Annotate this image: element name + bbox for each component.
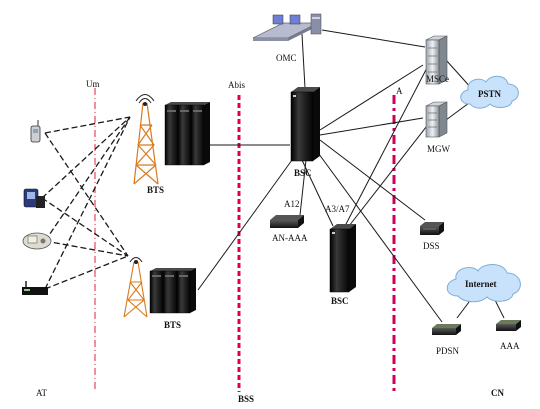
msce-label: MSCe	[426, 74, 450, 84]
an-aaa-label: AN-AAA	[272, 233, 308, 243]
aaa-router-icon	[496, 320, 521, 331]
bts-upper-cabinet-icon	[164, 102, 210, 166]
um-interface-label: Um	[86, 79, 100, 89]
a-interface-label: A	[396, 86, 403, 96]
internet-cloud-icon	[446, 264, 521, 303]
radio-links	[41, 116, 131, 290]
bsc-second-cabinet-icon	[329, 224, 356, 293]
dss-device-icon	[420, 222, 444, 235]
bss-label: BSS	[238, 394, 255, 404]
omc-label: OMC	[276, 53, 297, 63]
bts-upper-label: BTS	[147, 185, 165, 195]
bts-lower-cabinet-icon	[149, 268, 196, 314]
mgw-server-icon	[425, 101, 448, 138]
a12-label: A12	[284, 199, 300, 209]
a3a7-label: A3/A7	[325, 204, 350, 214]
abis-interface-label: Abis	[228, 80, 246, 90]
mgw-label: MGW	[427, 144, 450, 154]
omc-workstation-icon	[252, 13, 322, 41]
dss-label: DSS	[423, 241, 440, 251]
data-card-icon	[22, 281, 48, 295]
pda-handset-icon	[23, 188, 45, 208]
pdsn-label: PDSN	[436, 346, 460, 356]
mobile-phone-icon	[30, 120, 41, 143]
internet-label: Internet	[465, 279, 497, 289]
at-label: AT	[36, 388, 47, 398]
fixed-wireless-terminal-icon	[22, 232, 52, 250]
cn-label: CN	[491, 388, 504, 398]
upper-antenna-tower-icon	[133, 94, 159, 185]
an-aaa-device-icon	[270, 215, 304, 228]
pstn-cloud-icon	[460, 75, 519, 109]
bsc-main-label: BSC	[294, 168, 312, 178]
bts-lower-label: BTS	[164, 320, 182, 330]
lower-antenna-tower-icon	[123, 257, 148, 318]
msce-server-icon	[425, 35, 448, 85]
bsc-main-cabinet-icon	[290, 87, 320, 162]
bsc-second-label: BSC	[331, 296, 349, 306]
pstn-label: PSTN	[478, 89, 502, 99]
aaa-label: AAA	[500, 341, 520, 351]
pdsn-router-icon	[432, 324, 461, 335]
